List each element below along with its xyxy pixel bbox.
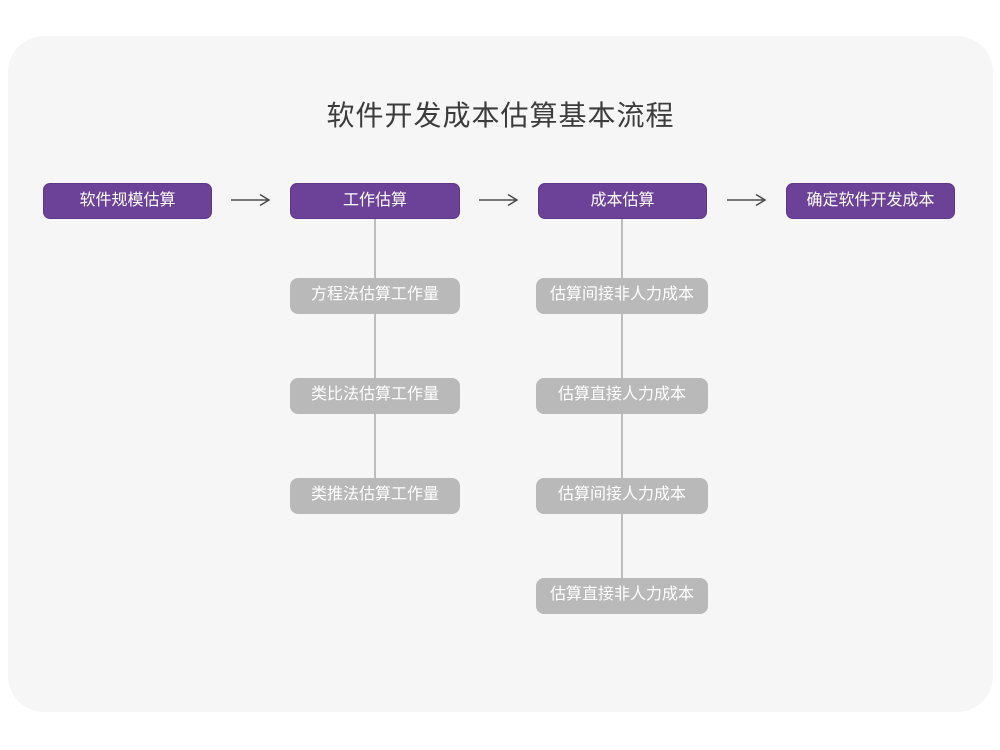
arrow-right-icon [727, 193, 767, 207]
work-method-node-equation: 方程法估算工作量 [290, 278, 460, 314]
node-cost-estimation: 成本估算 [538, 183, 707, 219]
cost-step-node-direct-nonlabor: 估算直接非人力成本 [536, 578, 708, 614]
cost-step-node-indirect-labor: 估算间接人力成本 [536, 478, 708, 514]
flowchart-card: 软件开发成本估算基本流程 软件规模估算 工作估算 成本估算 确定软件开发成本 方… [8, 36, 993, 712]
arrow-right-icon [231, 193, 271, 207]
cost-step-node-indirect-nonlabor: 估算间接非人力成本 [536, 278, 708, 314]
node-determine-development-cost: 确定软件开发成本 [786, 183, 955, 219]
work-method-node-analogy: 类比法估算工作量 [290, 378, 460, 414]
work-method-node-extrapolation: 类推法估算工作量 [290, 478, 460, 514]
node-software-scale-estimation: 软件规模估算 [43, 183, 212, 219]
connector-line-work-estimation [374, 219, 376, 496]
cost-step-node-direct-labor: 估算直接人力成本 [536, 378, 708, 414]
page-title: 软件开发成本估算基本流程 [326, 100, 675, 131]
arrow-right-icon [479, 193, 519, 207]
node-work-estimation: 工作估算 [290, 183, 460, 219]
